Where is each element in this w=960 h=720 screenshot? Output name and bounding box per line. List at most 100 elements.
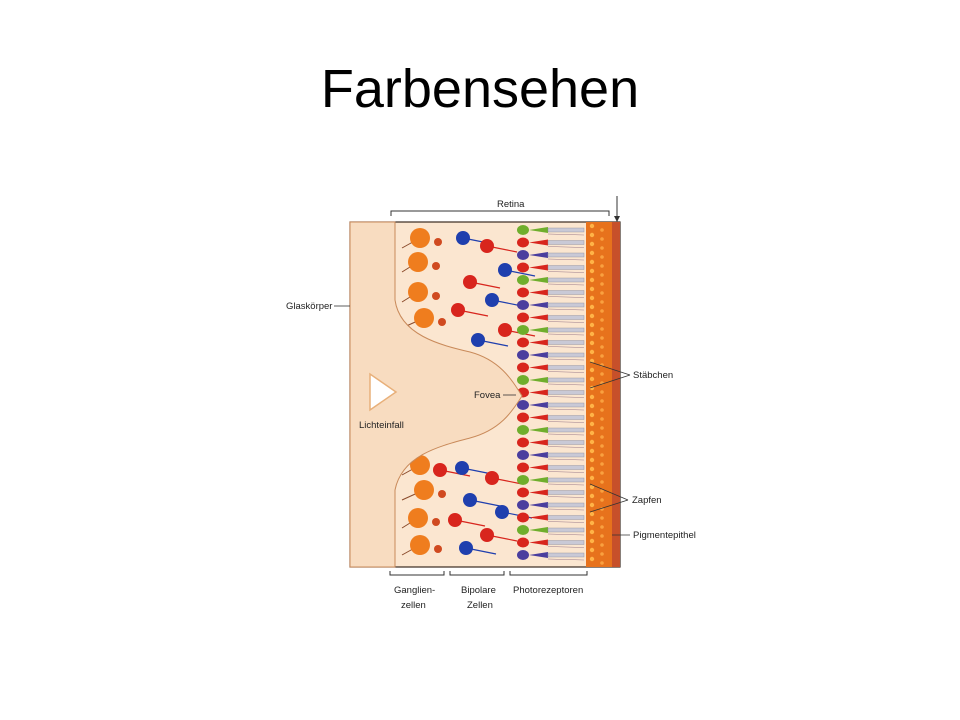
label-ganglienzellen-1: Ganglien- [394, 585, 435, 596]
cone-nucleus [517, 325, 529, 335]
pigment-granule [600, 561, 604, 565]
rod-segment [548, 403, 584, 407]
bipolar-cell [433, 463, 447, 477]
pigment-granule [600, 345, 604, 349]
bipolar-cell [455, 461, 469, 475]
rod-segment [548, 266, 584, 270]
amacrine-cell [432, 518, 440, 526]
pigment-granule [590, 494, 594, 498]
bottom-brackets [390, 571, 587, 575]
ganglion-cell [414, 308, 434, 328]
pigment-granule [590, 449, 594, 453]
label-retina: Retina [497, 199, 525, 210]
rod-segment [548, 241, 584, 245]
rod-segment [548, 353, 584, 357]
bipolar-cell [485, 293, 499, 307]
pigment-granule [590, 260, 594, 264]
pigment-granule [600, 426, 604, 430]
pigment-granule [600, 336, 604, 340]
pigment-granule [600, 462, 604, 466]
bipolar-cell [463, 493, 477, 507]
bipolar-cell [480, 239, 494, 253]
pigment-granule [590, 368, 594, 372]
pigment-granule [590, 251, 594, 255]
bipolar-cell [498, 323, 512, 337]
cone-nucleus [517, 300, 529, 310]
cone-nucleus [517, 250, 529, 260]
pigment-granule [590, 413, 594, 417]
bipolar-cell [498, 263, 512, 277]
pigment-granule [590, 350, 594, 354]
bipolar-cell [485, 471, 499, 485]
pigment-granule [590, 422, 594, 426]
cone-nucleus [517, 488, 529, 498]
cone-nucleus [517, 338, 529, 348]
pigment-granule [590, 521, 594, 525]
pigment-granule [600, 417, 604, 421]
cone-nucleus [517, 350, 529, 360]
label-bipolare-1: Bipolare [461, 585, 496, 596]
rod-segment [548, 341, 584, 345]
pigment-granule [590, 296, 594, 300]
cone-nucleus [517, 263, 529, 273]
bipolar-cell [456, 231, 470, 245]
pigment-granule [600, 516, 604, 520]
cone-nucleus [517, 413, 529, 423]
pigment-granule [600, 435, 604, 439]
rod-segment [548, 516, 584, 520]
rod-segment [548, 228, 584, 232]
pigment-granule [600, 534, 604, 538]
rod-segment [548, 391, 584, 395]
pigment-granule [590, 530, 594, 534]
pigment-granule [590, 440, 594, 444]
cone-nucleus [517, 375, 529, 385]
amacrine-cell [438, 490, 446, 498]
pigment-granule [600, 399, 604, 403]
pigment-granule [590, 503, 594, 507]
pigment-granule [590, 233, 594, 237]
cone-nucleus [517, 450, 529, 460]
pigment-granule [600, 525, 604, 529]
retina-bracket [391, 211, 609, 216]
amacrine-cell [438, 318, 446, 326]
cone-nucleus [517, 238, 529, 248]
cone-nucleus [517, 513, 529, 523]
ganglion-cell [408, 508, 428, 528]
amacrine-cell [434, 238, 442, 246]
rod-segment [548, 528, 584, 532]
pigment-granule [590, 431, 594, 435]
bipolar-cell [451, 303, 465, 317]
pigment-granule [590, 269, 594, 273]
pigment-granule [600, 498, 604, 502]
rod-segment [548, 503, 584, 507]
pigment-granule [600, 255, 604, 259]
cone-nucleus [517, 500, 529, 510]
pigment-granule [590, 557, 594, 561]
pigment-granule [590, 287, 594, 291]
pigment-granule [600, 291, 604, 295]
label-pigmentepithel: Pigmentepithel [633, 530, 696, 541]
pigment-granule [600, 273, 604, 277]
ganglion-cell [408, 282, 428, 302]
label-lichteinfall: Lichteinfall [359, 420, 404, 431]
label-bipolare-2: Zellen [467, 600, 493, 611]
cone-nucleus [517, 313, 529, 323]
bipolar-cell [495, 505, 509, 519]
pigment-granule [590, 377, 594, 381]
top-arrow-icon [614, 196, 620, 222]
rod-segment [548, 453, 584, 457]
pigment-granule [600, 480, 604, 484]
pigment-granule [590, 278, 594, 282]
pigment-granule [590, 512, 594, 516]
pigment-granule [590, 242, 594, 246]
pigment-granule [600, 228, 604, 232]
rod-segment [548, 328, 584, 332]
rod-segment [548, 491, 584, 495]
pigment-granule [600, 327, 604, 331]
pigment-granule [600, 264, 604, 268]
cone-nucleus [517, 525, 529, 535]
ganglion-cell [410, 535, 430, 555]
pigment-granule [600, 300, 604, 304]
label-zapfen: Zapfen [632, 495, 662, 506]
pigment-granule [600, 282, 604, 286]
